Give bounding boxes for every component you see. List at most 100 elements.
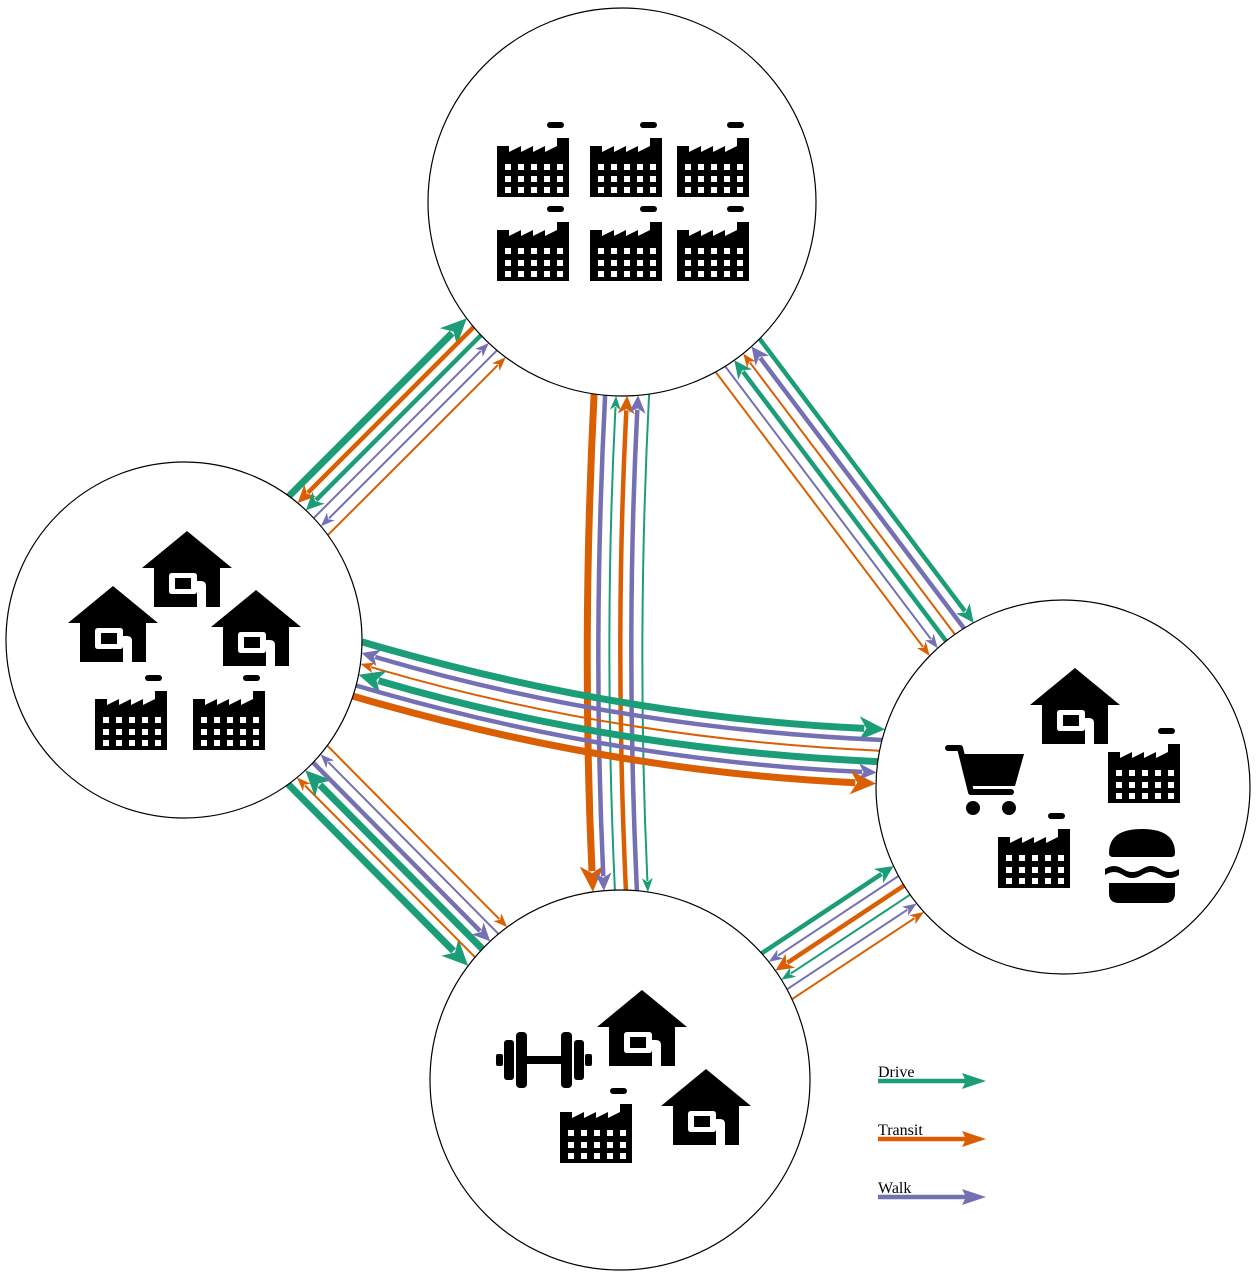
flow-arrow-transit-top-to-bottom (579, 393, 604, 892)
node-circle (429, 889, 811, 1271)
flow-arrow-transit-bottom-to-left (297, 777, 476, 958)
flow-line (311, 760, 482, 933)
flow-arrow-walk-bottom-to-left (320, 754, 500, 935)
flow-line (370, 666, 880, 752)
flow-arrow-drive-right-to-top (734, 360, 948, 643)
flow-line (791, 917, 916, 1001)
flow-line (618, 410, 629, 891)
arrowhead (924, 633, 938, 649)
flow-arrow-drive-bottom-to-top (608, 395, 621, 891)
flow-arrow-walk-bottom-to-right (786, 903, 917, 991)
flow-line (786, 883, 906, 965)
flow-arrow-walk-top-to-right (724, 365, 938, 649)
arrowhead (751, 346, 770, 366)
flow-line (326, 744, 501, 920)
arrowhead (305, 770, 333, 798)
arrowhead (962, 1189, 986, 1205)
node-right (875, 599, 1251, 975)
arrowhead (441, 938, 469, 966)
flow-arrow-drive-right-to-bottom (781, 893, 911, 980)
arrowhead (858, 716, 886, 741)
node-circle (427, 7, 817, 397)
flow-line (314, 333, 483, 502)
flow-arrow-walk-right-to-bottom (768, 875, 900, 962)
node-circle (5, 461, 363, 819)
arrowhead (471, 922, 491, 942)
arrowhead (358, 670, 387, 694)
flow-arrow-walk-left-to-top (312, 343, 489, 519)
arrowhead (962, 1073, 986, 1089)
flow-arrow-walk-right-to-left (361, 649, 883, 743)
flow-line (641, 394, 651, 881)
arrowhead (320, 754, 335, 769)
flow-arrow-transit-top-to-right (714, 371, 930, 656)
flow-line (351, 692, 856, 787)
flow-line (758, 356, 966, 630)
arrowhead (609, 395, 621, 411)
flow-arrow-drive-right-to-left (358, 670, 878, 766)
flow-arrow-walk-right-to-top (751, 346, 966, 630)
arrowhead (956, 603, 974, 623)
node-top (427, 7, 817, 397)
nodes (5, 7, 1251, 1271)
arrowhead (768, 949, 784, 962)
arrowhead (360, 662, 376, 674)
node-circle (875, 599, 1251, 975)
flow-line (790, 893, 911, 975)
flow-line (760, 872, 883, 956)
flow-arrow-drive-left-to-top (286, 318, 467, 499)
flow-line (304, 784, 476, 958)
arrowhead (305, 491, 325, 511)
arrowhead (902, 903, 917, 916)
arrowhead (475, 343, 489, 357)
flow-line (596, 395, 608, 877)
flow-arrow-walk-top-to-left (321, 349, 498, 527)
arrowhead (962, 1131, 986, 1147)
arrowhead (858, 763, 877, 781)
flow-arrow-transit-bottom-to-top (617, 395, 635, 891)
flow-arrow-drive-top-to-bottom (641, 394, 653, 893)
arrowhead (909, 912, 924, 925)
flow-line (629, 409, 640, 891)
arrowhead (628, 395, 646, 414)
node-bottom (429, 889, 811, 1271)
arrowhead (916, 641, 930, 656)
arrowhead (734, 360, 752, 380)
arrowhead (493, 913, 508, 928)
node-left (5, 461, 363, 819)
flow-line (286, 330, 455, 499)
arrowhead (594, 872, 612, 891)
flow-arrow-walk-top-to-bottom (594, 395, 612, 891)
flow-arrow-transit-left-to-top (327, 357, 506, 536)
arrowhead (617, 395, 635, 415)
arrowhead (775, 953, 796, 971)
flow-line (312, 350, 482, 519)
arrowhead (579, 865, 604, 892)
arrowhead (743, 353, 756, 368)
arrowhead (491, 357, 506, 371)
flow-arrow-walk-left-to-right (355, 683, 877, 781)
legend-label: Transit (878, 1122, 923, 1139)
flow-arrow-drive-top-to-left (305, 333, 483, 511)
flow-line (317, 782, 485, 952)
flow-line (608, 407, 617, 891)
arrowhead (849, 770, 876, 795)
flow-arrows (285, 318, 974, 1001)
flow-arrow-transit-left-to-right (351, 692, 876, 795)
flow-arrow-walk-left-to-bottom (311, 760, 491, 942)
legend-item-drive: Drive (878, 1064, 986, 1089)
flow-line (374, 654, 883, 743)
flow-line (327, 761, 500, 935)
flow-line (749, 361, 956, 636)
flow-line (327, 364, 499, 536)
arrowhead (361, 649, 382, 667)
flow-arrow-drive-left-to-right (361, 638, 886, 741)
flow-arrow-transit-top-to-left (297, 325, 476, 503)
flow-line (777, 875, 900, 957)
arrowhead (873, 866, 894, 884)
flow-line (285, 781, 456, 954)
flow-arrow-walk-bottom-to-top (628, 395, 646, 891)
legend-label: Drive (878, 1064, 914, 1081)
